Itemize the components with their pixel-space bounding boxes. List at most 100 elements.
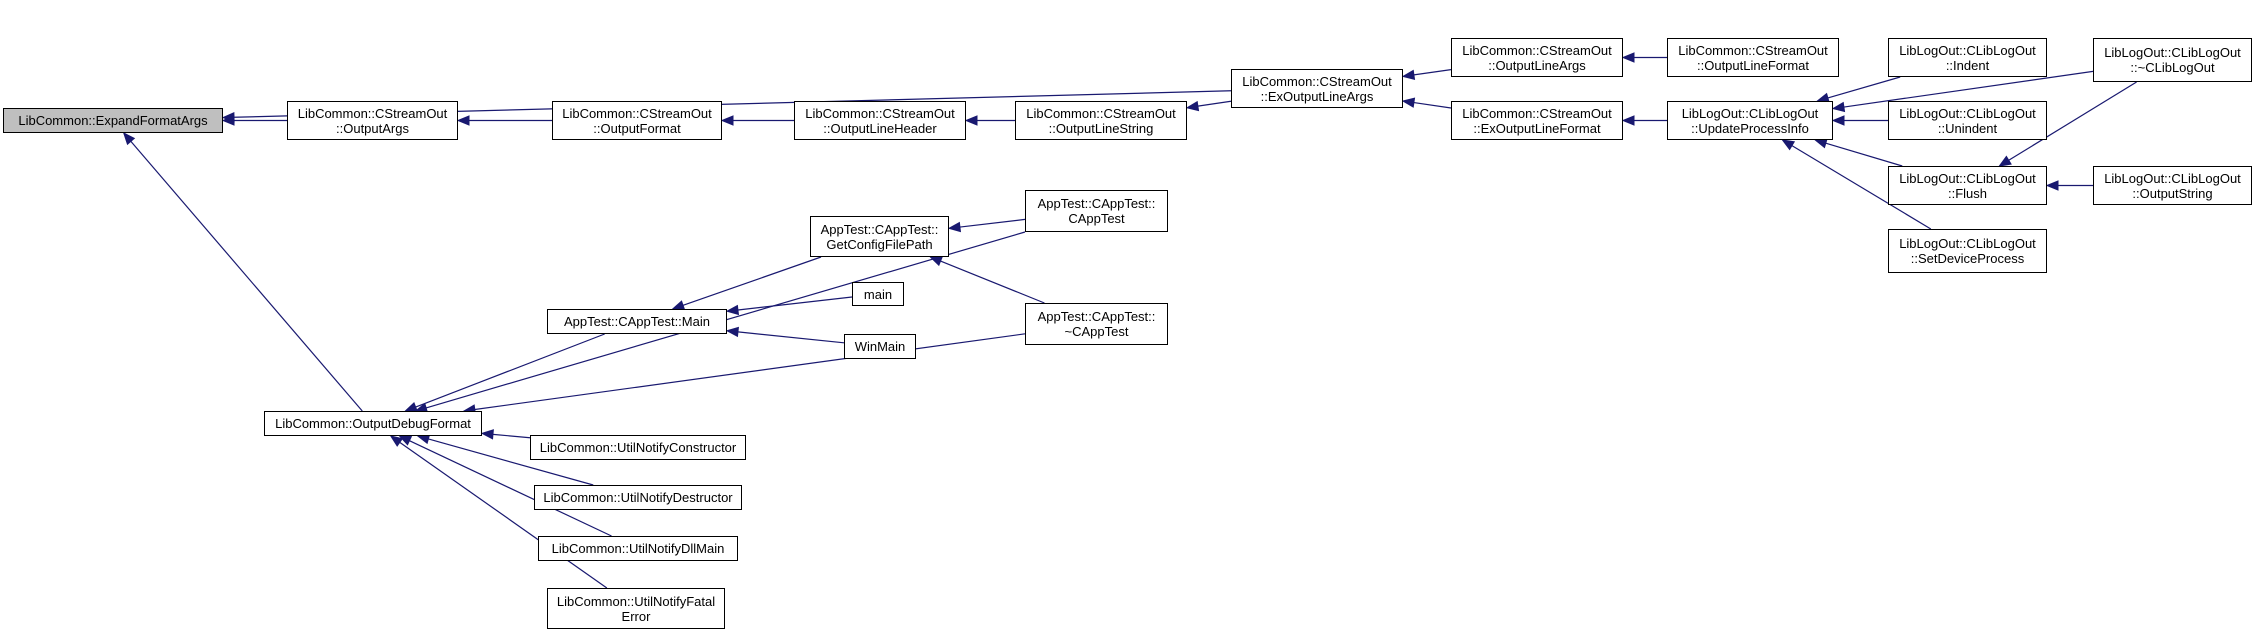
node-label: ::UpdateProcessInfo (1691, 120, 1809, 136)
edge-arrowhead (725, 326, 739, 338)
node-label: LibLogOut::CLibLogOut (1681, 105, 1819, 121)
node-label: LibCommon::UtilNotifyDestructor (543, 490, 733, 505)
node-util-notify-constructor[interactable]: LibCommon::UtilNotifyConstructor (530, 435, 746, 460)
node-util-notify-dll-main[interactable]: LibCommon::UtilNotifyDllMain (538, 536, 738, 561)
node-label: ::Flush (1947, 185, 1987, 201)
edge-dtorapptest-to-getconfigfilepath (929, 256, 1045, 304)
edge-flush-to-updateprocessinfo (1813, 138, 1903, 167)
edge-arrowhead (1831, 115, 1845, 126)
edge-arrowhead (1185, 100, 1200, 112)
edge-line (415, 333, 605, 408)
edge-arrowhead (404, 401, 418, 412)
edge-arrowhead (1401, 97, 1416, 108)
edge-outputargs-to-expand (221, 115, 287, 126)
node-label: ::~CLibLogOut (2130, 60, 2215, 75)
node-label: LibCommon::CStreamOut (1242, 73, 1392, 89)
node-label: ::Indent (1945, 57, 1990, 73)
edge-indent-to-updateprocessinfo (1816, 76, 1901, 103)
edge-getconfigfilepath-to-apptestmain (671, 256, 822, 311)
node-label: ::OutputString (2132, 185, 2213, 201)
node-label: LibLogOut::CLibLogOut (1899, 236, 2036, 251)
edge-arrowhead (122, 131, 136, 146)
node-label: GetConfigFilePath (826, 236, 933, 252)
node-label: LibLogOut::CLibLogOut (1899, 170, 2036, 186)
node-label: LibCommon::UtilNotifyFatal (556, 593, 716, 609)
node-label: LibLogOut::CLibLogOut (1899, 42, 2036, 58)
node-label: ::OutputLineArgs (1488, 57, 1586, 73)
node-label: ::ExOutputLineArgs (1260, 88, 1374, 104)
edge-line (1827, 76, 1901, 99)
edge-arrowhead (456, 115, 470, 126)
node-label: LibCommon::CStreamOut (1462, 42, 1612, 58)
edge-arrowhead (1813, 138, 1828, 149)
node-label: LibLogOut::CLibLogOut (2104, 170, 2241, 186)
node-cliblogout-update-process-info[interactable]: LibLogOut::CLibLogOut ::UpdateProcessInf… (1667, 101, 1833, 140)
edge-arrowhead (480, 429, 494, 440)
node-label: WinMain (854, 339, 906, 354)
node-cstreamout-output-line-args[interactable]: LibCommon::CStreamOut ::OutputLineArgs (1451, 38, 1623, 77)
node-cliblogout-indent[interactable]: LibLogOut::CLibLogOut ::Indent (1888, 38, 2047, 77)
edge-updateprocessinfo-to-exoutputlineformat (1621, 115, 1667, 126)
node-label: ::OutputLineFormat (1697, 57, 1809, 73)
edge-line (940, 260, 1045, 304)
node-label: AppTest::CAppTest:: (1037, 309, 1156, 324)
edge-line (1197, 100, 1232, 107)
edge-outputformat-to-outputargs (456, 115, 552, 126)
node-cstreamout-output-args[interactable]: LibCommon::CStreamOut ::OutputArgs (287, 101, 458, 140)
node-cliblogout-flush[interactable]: LibLogOut::CLibLogOut ::Flush (1888, 166, 2047, 205)
edge-arrowhead (221, 112, 235, 123)
node-main[interactable]: main (852, 282, 904, 306)
node-label: ::Unindent (1937, 120, 1998, 136)
node-cliblogout-set-device-process[interactable]: LibLogOut::CLibLogOut ::SetDeviceProcess (1888, 229, 2047, 273)
edge-line (1413, 69, 1452, 76)
node-label: AppTest::CAppTest:: (820, 221, 939, 237)
edge-outputlineargs-to-exoutputlineargs (1401, 69, 1452, 80)
node-capptest-main[interactable]: AppTest::CAppTest::Main (547, 309, 727, 334)
edge-outputlineformat-to-outputlineargs (1621, 52, 1667, 63)
node-cstreamout-ex-output-line-format[interactable]: LibCommon::CStreamOut ::ExOutputLineForm… (1451, 101, 1623, 140)
node-cliblogout-destructor[interactable]: LibLogOut::CLibLogOut ::~CLibLogOut (2093, 38, 2252, 82)
node-label: CAppTest (1068, 211, 1125, 226)
edge-arrowhead (398, 435, 413, 446)
node-winmain[interactable]: WinMain (844, 334, 916, 359)
edge-arrowhead (389, 435, 404, 447)
node-output-debug-format[interactable]: LibCommon::OutputDebugFormat (264, 411, 482, 436)
edge-line (682, 256, 822, 306)
node-label: ::OutputFormat (593, 120, 681, 136)
node-cliblogout-output-string[interactable]: LibLogOut::CLibLogOut ::OutputString (2093, 166, 2252, 205)
edge-apptestmain-to-outputdebugformat (404, 333, 605, 412)
node-label: LibCommon::CStreamOut (1462, 105, 1612, 121)
edge-arrowhead (964, 115, 978, 126)
node-cliblogout-unindent[interactable]: LibLogOut::CLibLogOut ::Unindent (1888, 101, 2047, 140)
node-label: LibCommon::CStreamOut (297, 105, 448, 121)
edge-line (959, 218, 1026, 228)
edge-arrowhead (1401, 69, 1416, 80)
node-capptest-constructor[interactable]: AppTest::CAppTest:: CAppTest (1025, 190, 1168, 232)
edge-arrowhead (929, 256, 943, 267)
edge-outputdebugformat-to-expand (122, 131, 363, 412)
edge-exoutputlineargs-to-outputlinestring (1185, 100, 1232, 112)
node-cstreamout-output-line-header[interactable]: LibCommon::CStreamOut ::OutputLineHeader (794, 101, 966, 140)
node-label: LibLogOut::CLibLogOut (1899, 105, 2036, 121)
edge-arrowhead (221, 115, 235, 126)
node-label: AppTest::CAppTest:: (1037, 196, 1156, 211)
node-cstreamout-output-line-string[interactable]: LibCommon::CStreamOut ::OutputLineString (1015, 101, 1187, 140)
edge-arrowhead (2045, 180, 2059, 191)
node-util-notify-destructor[interactable]: LibCommon::UtilNotifyDestructor (534, 485, 742, 510)
node-cstreamout-ex-output-line-args[interactable]: LibCommon::CStreamOut ::ExOutputLineArgs (1231, 69, 1403, 108)
edge-line (492, 433, 531, 439)
node-label: ::OutputLineString (1048, 120, 1154, 136)
node-label: LibCommon::CStreamOut (562, 105, 712, 121)
node-cstreamout-output-format[interactable]: LibCommon::CStreamOut ::OutputFormat (552, 101, 722, 140)
node-capptest-destructor[interactable]: AppTest::CAppTest:: ~CAppTest (1025, 303, 1168, 345)
node-util-notify-fatal-error[interactable]: LibCommon::UtilNotifyFatal Error (547, 588, 725, 629)
edge-outputlineheader-to-outputformat (720, 115, 794, 126)
node-expand-format-args: LibCommon::ExpandFormatArgs (3, 108, 223, 133)
edge-line (130, 140, 363, 412)
edge-line (474, 333, 1026, 411)
node-label: LibCommon::CStreamOut (1026, 105, 1176, 121)
node-capptest-get-config-file-path[interactable]: AppTest::CAppTest:: GetConfigFilePath (810, 216, 949, 257)
node-cstreamout-output-line-format[interactable]: LibCommon::CStreamOut ::OutputLineFormat (1667, 38, 1839, 77)
node-label: ::SetDeviceProcess (1910, 251, 2025, 266)
edge-arrowhead (947, 221, 962, 233)
